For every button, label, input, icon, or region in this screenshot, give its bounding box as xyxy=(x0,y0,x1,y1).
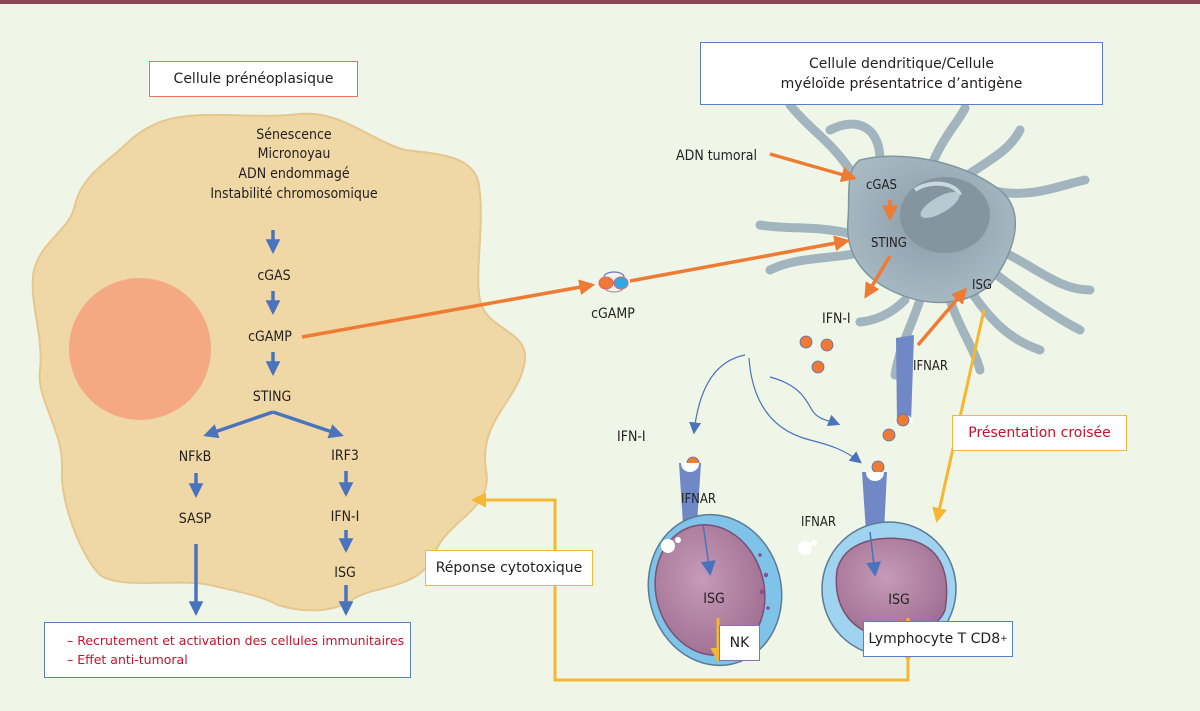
arrow-ifn-to-nk xyxy=(689,354,746,435)
label-tcell-ifnar: IFNAR xyxy=(801,515,836,530)
label-sting: STING xyxy=(253,389,292,405)
label-ifn: IFN-I xyxy=(331,509,360,525)
effect-anti-tumoral: – Effet anti-tumoral xyxy=(67,652,188,667)
cross-presentation-text: Présentation croisée xyxy=(968,425,1111,441)
label-cgas: cGAS xyxy=(257,268,290,284)
dendritic-cell-title-line2: myéloïde présentatrice d’antigène xyxy=(780,75,1023,92)
nk-cell xyxy=(647,463,783,667)
nucleus xyxy=(69,278,211,420)
dendritic-cell-title-line1: Cellule dendritique/Cellule xyxy=(809,55,994,72)
effects-box: – Recrutement et activation des cellules… xyxy=(44,622,411,678)
label-cgamp: cGAMP xyxy=(248,329,292,345)
cytotoxic-response-box: Réponse cytotoxique xyxy=(425,550,593,586)
dc-ifnar-receptor xyxy=(895,335,914,423)
nk-label-text: NK xyxy=(729,635,750,651)
stress-damaged-dna: ADN endommagé xyxy=(238,166,349,182)
pathway-arrows xyxy=(188,230,354,616)
stress-micronucleus: Micronoyau xyxy=(258,146,331,162)
effect-immune-recruitment: – Recrutement et activation des cellules… xyxy=(67,633,405,648)
nk-label-box: NK xyxy=(719,625,760,661)
label-ifn-top: IFN-I xyxy=(822,311,851,327)
stress-senescence: Sénescence xyxy=(256,127,332,143)
line-cytotoxic-bottom xyxy=(718,660,910,682)
label-ifn-left: IFN-I xyxy=(617,429,646,445)
label-extracellular-cgamp: cGAMP xyxy=(591,306,635,322)
label-dc-ifnar: IFNAR xyxy=(913,359,948,374)
label-dc-isg: ISG xyxy=(972,278,992,293)
arrow-ifn-to-dc-receptor xyxy=(769,376,841,427)
label-tcell-isg: ISG xyxy=(888,592,909,608)
label-nk-ifnar: IFNAR xyxy=(681,492,716,507)
top-border xyxy=(0,0,1200,4)
label-irf3: IRF3 xyxy=(331,448,359,464)
label-dc-cgas: cGAS xyxy=(866,178,897,193)
t-cell-label-box: Lymphocyte T CD8+ xyxy=(863,621,1013,657)
label-dc-sting: STING xyxy=(871,236,907,251)
preneoplastic-cell-title: Cellule prénéoplasique xyxy=(149,61,358,97)
label-tumor-dna: ADN tumoral xyxy=(676,148,757,164)
label-nfkb: NFkB xyxy=(179,449,212,465)
arrow-to-nfkb xyxy=(203,410,274,439)
arrow-ifnar-to-isg xyxy=(916,287,968,347)
preneoplastic-cell-title-text: Cellule prénéoplasique xyxy=(173,71,334,87)
dendritic-cell-title: Cellule dendritique/Cellule myéloïde pré… xyxy=(700,42,1103,105)
label-nk-isg: ISG xyxy=(703,591,724,607)
arrow-ifn-to-tcell xyxy=(748,357,862,464)
arrow-sting-to-ifn xyxy=(864,255,892,299)
ifn-diffusion-arrows xyxy=(689,354,862,464)
dc-arrows xyxy=(301,152,968,347)
label-isg: ISG xyxy=(334,565,355,581)
label-sasp: SASP xyxy=(179,511,212,527)
cross-presentation-box: Présentation croisée xyxy=(952,415,1127,451)
arrow-cgamp-to-sting xyxy=(629,235,851,283)
arrow-cgamp-secretion xyxy=(301,279,596,339)
ifn-particles xyxy=(686,335,910,474)
cgamp-molecule-icon xyxy=(598,271,629,293)
stress-chromosomal-instability: Instabilité chromosomique xyxy=(210,186,378,202)
arrow-tumor-dna-to-cgas xyxy=(769,152,858,183)
arrow-to-irf3 xyxy=(272,410,344,439)
arrow-cytotoxic-to-cell xyxy=(471,492,718,682)
cytotoxic-response-text: Réponse cytotoxique xyxy=(435,560,583,576)
t-cell-label-text: Lymphocyte T CD8 xyxy=(868,631,1001,647)
